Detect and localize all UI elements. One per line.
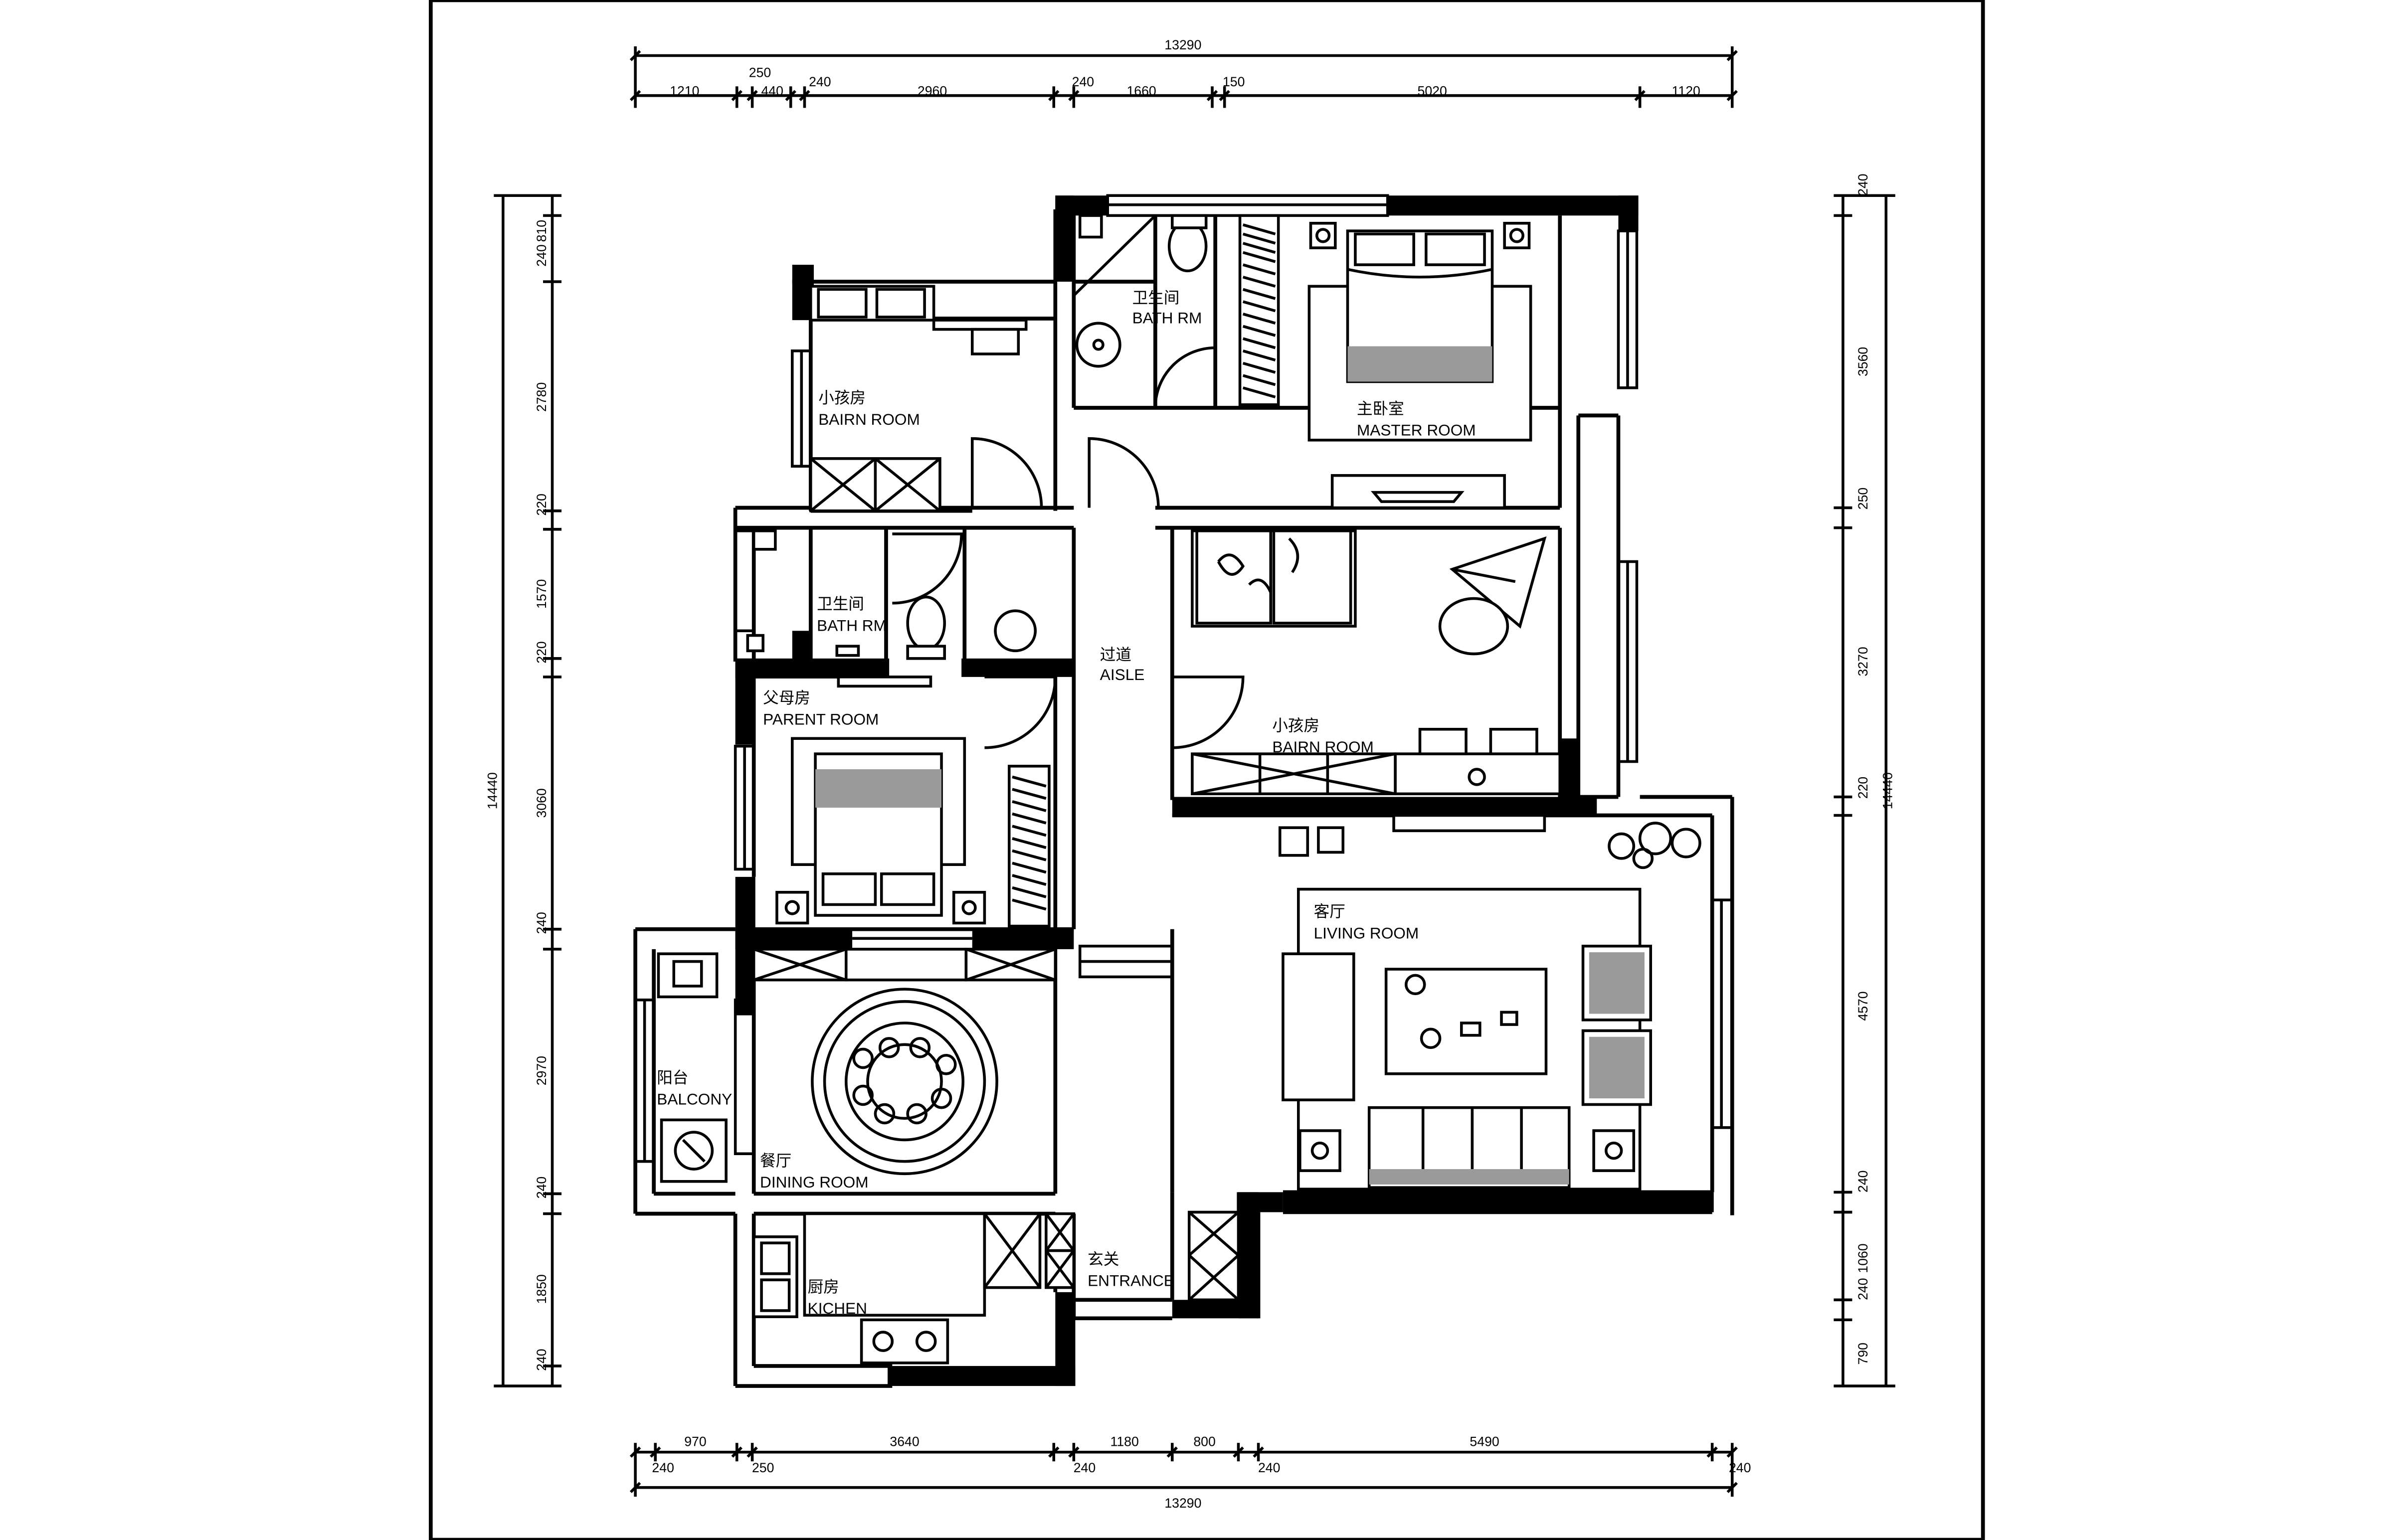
furniture	[657, 214, 1701, 1365]
dim-right: 250	[1855, 488, 1870, 510]
dim-right: 240	[1855, 1171, 1870, 1193]
dimension-top: 13290 250 240 240 150 1210 440 2960 1660…	[629, 37, 1738, 108]
dim-bottom-small: 240	[1074, 1460, 1096, 1475]
dim-left: 2780	[534, 382, 549, 412]
label-kitchen-zh: 厨房	[808, 1278, 839, 1296]
label-entrance-zh: 玄关	[1088, 1250, 1119, 1268]
label-bath-top-en: BATH RM	[1132, 309, 1202, 327]
dim-right: 1060	[1855, 1243, 1870, 1273]
dim-bottom-total: 13290	[1164, 1496, 1201, 1511]
label-balcony-en: BALCONY	[657, 1090, 732, 1108]
label-bath-top-zh: 卫生间	[1132, 289, 1180, 307]
dim-right: 240	[1855, 1278, 1870, 1300]
dim-left: 3060	[534, 788, 549, 818]
dim-left: 240	[534, 244, 549, 266]
dim-bottom-small: 240	[1258, 1460, 1280, 1475]
label-entrance-en: ENTRANCE	[1088, 1272, 1174, 1290]
dim-left: 2970	[534, 1056, 549, 1085]
dim-bottom-main: 3640	[890, 1434, 919, 1449]
dim-bottom-main: 1180	[1110, 1434, 1139, 1449]
dim-top-main: 440	[761, 84, 783, 99]
dim-top-main: 5020	[1418, 84, 1447, 99]
dim-left: 240	[534, 1177, 549, 1198]
dim-top-main: 1210	[670, 84, 699, 99]
dim-left: 1570	[534, 579, 549, 609]
dim-left: 240	[534, 1349, 549, 1370]
label-bairn-top-en: BAIRN ROOM	[818, 410, 920, 428]
label-parent-en: PARENT ROOM	[763, 710, 879, 728]
room-labels: 卫生间 BATH RM 小孩房 BAIRN ROOM 主卧室 MASTER RO…	[657, 289, 1476, 1317]
label-aisle-zh: 过道	[1100, 646, 1131, 664]
label-dining-zh: 餐厅	[760, 1152, 791, 1170]
doors	[852, 214, 1245, 940]
dim-top-main: 1660	[1126, 84, 1156, 99]
dim-top-total: 13290	[1164, 37, 1201, 52]
label-bath-mid-en: BATH RM	[817, 616, 887, 634]
dim-left-outer: 14440	[485, 772, 500, 809]
dim-right: 3560	[1855, 347, 1870, 376]
label-master-en: MASTER ROOM	[1357, 421, 1476, 439]
label-balcony-zh: 阳台	[657, 1068, 688, 1086]
windows	[634, 194, 1734, 1163]
label-master-zh: 主卧室	[1357, 399, 1404, 417]
label-parent-zh: 父母房	[763, 688, 810, 706]
dim-top-main: 1120	[1672, 84, 1700, 99]
label-living-zh: 客厅	[1314, 902, 1345, 920]
dim-right: 790	[1855, 1343, 1870, 1365]
structural-walls	[735, 195, 1714, 1386]
dim-bottom-main: 970	[684, 1434, 706, 1449]
label-kitchen-en: KICHEN	[808, 1299, 867, 1317]
dim-right: 220	[1855, 777, 1870, 799]
dim-bottom-small: 240	[1729, 1460, 1751, 1475]
dim-left: 220	[534, 494, 549, 515]
dimension-left: 14440 240 810 2780 220 1570 220 3060 240…	[485, 194, 562, 1387]
dim-left: 810	[534, 220, 549, 242]
dim-bottom-small: 240	[652, 1460, 674, 1475]
dim-top-small: 240	[809, 74, 831, 89]
dim-bottom-main: 800	[1193, 1434, 1215, 1449]
label-bairn-mid-en: BAIRN ROOM	[1272, 738, 1374, 756]
label-dining-en: DINING ROOM	[760, 1173, 869, 1191]
label-bairn-mid-zh: 小孩房	[1272, 716, 1319, 734]
dim-bottom-small: 250	[752, 1460, 774, 1475]
label-bath-mid-zh: 卫生间	[817, 595, 864, 613]
dim-right: 4570	[1855, 991, 1870, 1021]
dim-right-outer: 14440	[1880, 772, 1895, 809]
label-aisle-en: AISLE	[1100, 666, 1145, 684]
dim-bottom-main: 5490	[1470, 1434, 1499, 1449]
dim-right: 3270	[1855, 647, 1870, 676]
dim-left: 1850	[534, 1274, 549, 1304]
label-bairn-top-zh: 小孩房	[818, 389, 866, 407]
label-living-en: LIVING ROOM	[1314, 924, 1419, 942]
dim-top-main: 2960	[918, 84, 947, 99]
dim-left: 240	[534, 912, 549, 934]
dim-left: 220	[534, 641, 549, 663]
dimension-bottom: 970 3640 1180 800 5490 240 250 240 240 2…	[629, 1434, 1751, 1511]
dimension-right: 240 3560 250 3270 220 4570 240 1060 240 …	[1834, 173, 1895, 1387]
dim-right: 240	[1855, 173, 1870, 195]
dim-top-small: 240	[1072, 74, 1094, 89]
dim-top-small: 150	[1223, 74, 1245, 89]
dim-top-small: 250	[749, 65, 771, 80]
